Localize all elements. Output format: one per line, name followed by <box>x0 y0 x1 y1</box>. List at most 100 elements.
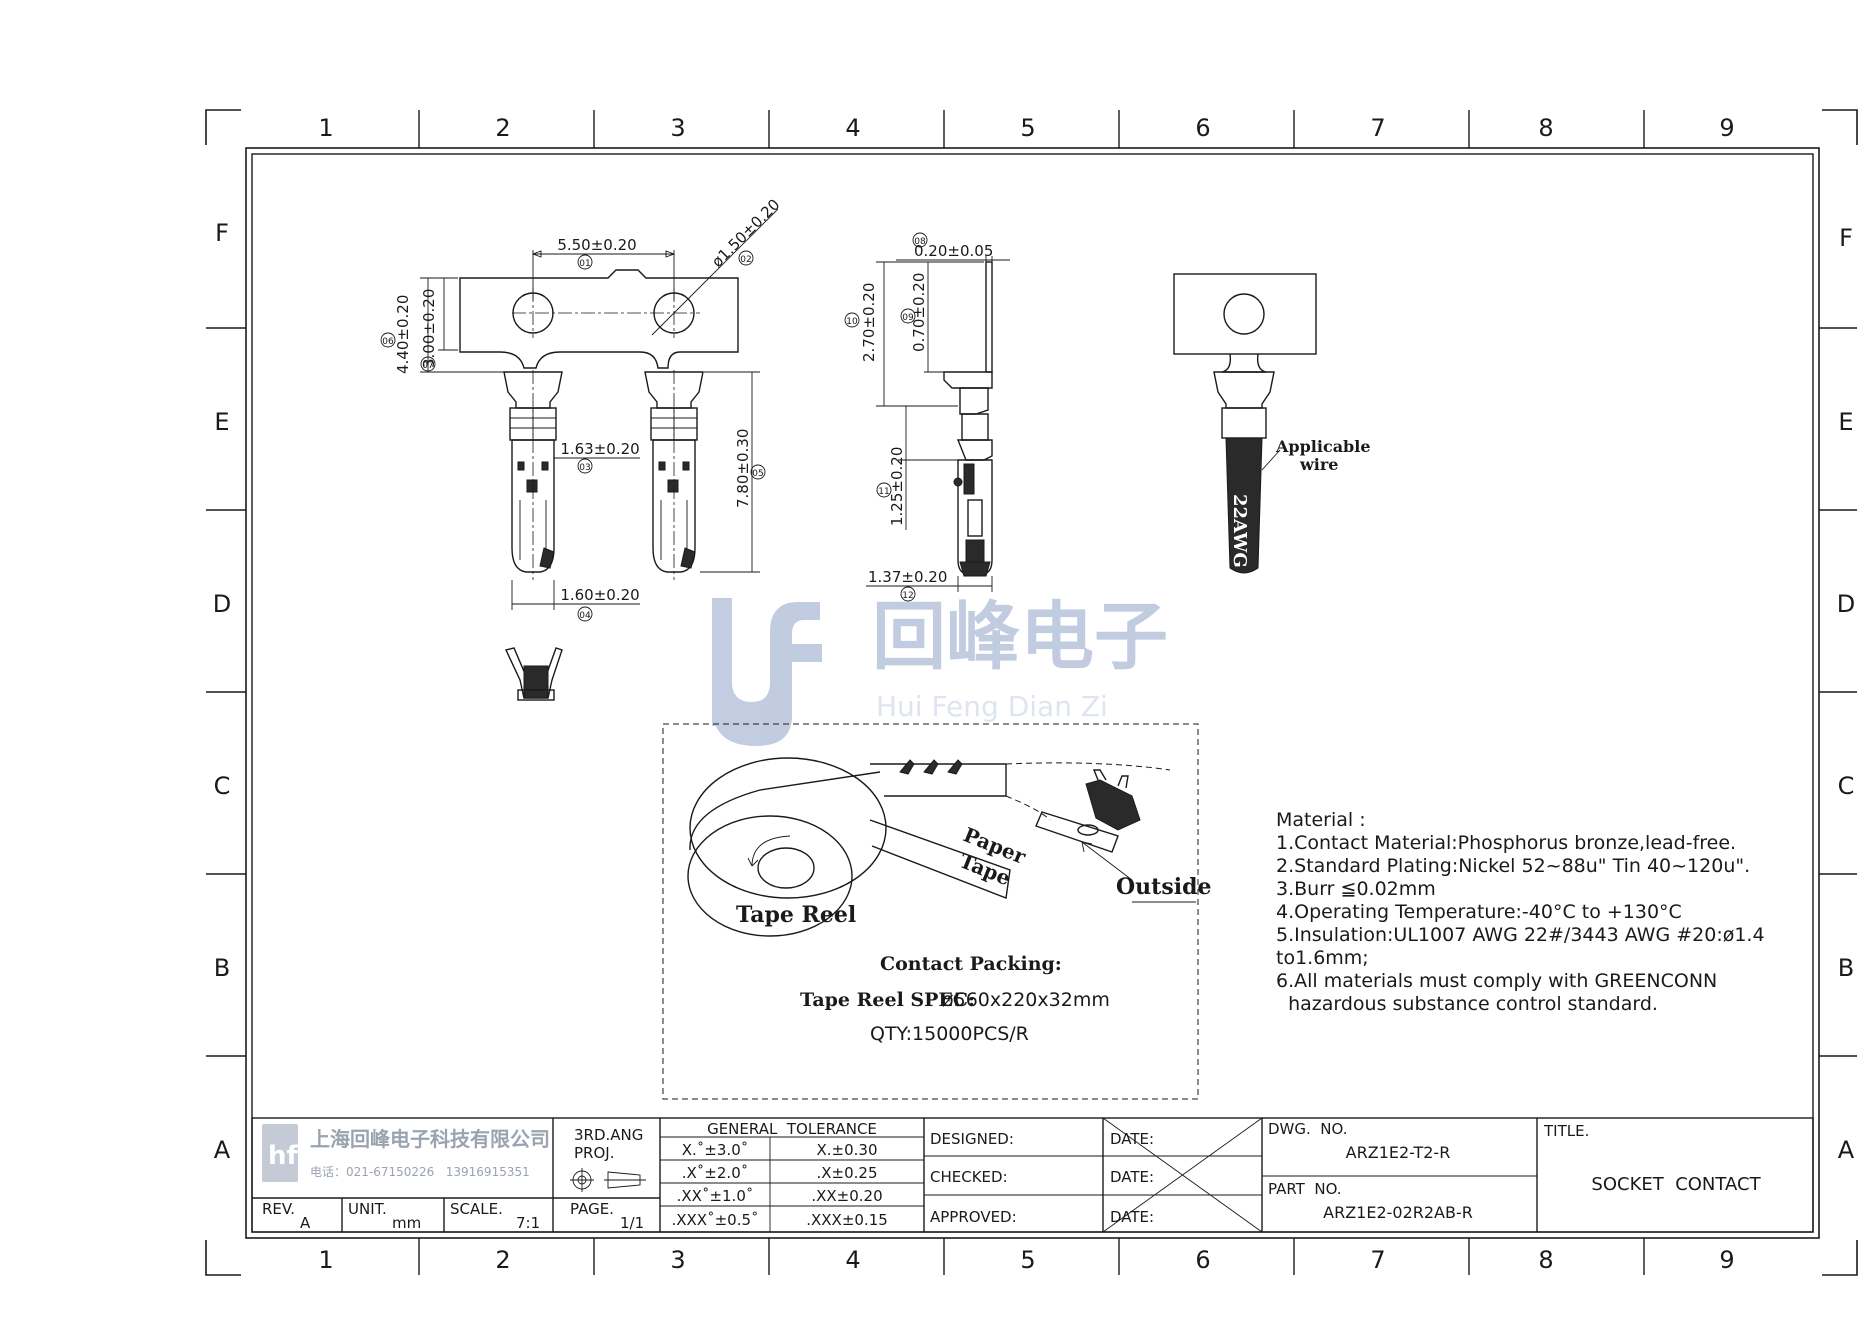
contact-right <box>644 370 704 580</box>
designed-label: DESIGNED: <box>930 1130 1014 1148</box>
unit-value: mm <box>392 1214 421 1232</box>
zone-row-a: A <box>214 1136 231 1164</box>
wire-body <box>1225 437 1263 574</box>
zone-row-c: C <box>214 772 231 800</box>
dim-carrier-h: 4.40±0.20 <box>394 295 412 374</box>
zone-row-d: D <box>213 590 231 618</box>
zone-col-3: 3 <box>670 114 685 142</box>
side-view: 0.20±0.05 08 2.70±0.20 10 0.70±0.20 09 1… <box>844 232 1010 602</box>
material-line-4: 4.Operating Temperature:-40°C to +130°C <box>1276 901 1682 923</box>
tol-angle-1: .X˚±2.0˚ <box>682 1164 748 1182</box>
dim-tip-id: 04 <box>579 611 591 621</box>
dwg-no-value: ARZ1E2-T2-R <box>1346 1143 1451 1162</box>
zone-row-b-right: B <box>1838 954 1854 982</box>
dim-pitch: 5.50±0.20 <box>557 236 636 254</box>
zone-col-4: 4 <box>845 114 860 142</box>
front-view: 5.50±0.20 01 ø1.50±0.20 02 4.40±0.20 3.0… <box>380 195 783 622</box>
company-logo-letters: hf <box>268 1141 299 1171</box>
material-line-6: to1.6mm; <box>1276 947 1369 969</box>
date-label-1: DATE: <box>1110 1130 1154 1148</box>
approved-label: APPROVED: <box>930 1208 1017 1226</box>
projection-label-2: PROJ. <box>574 1144 614 1162</box>
side-carrier <box>985 261 993 373</box>
applicable-wire-label-1: Applicable <box>1275 437 1371 456</box>
material-line-5: 5.Insulation:UL1007 AWG 22#/3443 AWG #20… <box>1276 924 1765 946</box>
frame-corner-marks <box>205 109 1858 1276</box>
dim-b: 0.70±0.20 <box>910 273 928 352</box>
material-line-2: 2.Standard Plating:Nickel 52~88u" Tin 40… <box>1276 855 1750 877</box>
dim-hole-id: 02 <box>740 255 751 265</box>
tape-reel-spec-label: Tape Reel SPEC: <box>800 989 975 1011</box>
dwg-no-label: DWG. NO. <box>1268 1120 1348 1138</box>
dim-b-id: 09 <box>902 313 914 323</box>
page-label: PAGE. <box>570 1200 614 1218</box>
projection-label: 3RD.ANG <box>574 1126 643 1144</box>
dim-carrier-w-id: 07 <box>422 361 433 371</box>
zone-row-b: B <box>214 954 230 982</box>
packing-dashed-box <box>662 723 1199 1100</box>
title-block: hf 上海回峰电子科技有限公司 电话：021-67150226 13916915… <box>251 1117 1814 1233</box>
tol-angle-3: .XXX˚±0.5˚ <box>671 1211 758 1229</box>
material-line-8: hazardous substance control standard. <box>1276 993 1658 1015</box>
watermark-pinyin: Hui Feng Dian Zi <box>876 690 1108 723</box>
rev-label: REV. <box>262 1200 295 1218</box>
tol-linear-1: .X±0.25 <box>816 1164 877 1182</box>
tol-linear-0: X.±0.30 <box>816 1141 877 1159</box>
outer-border <box>245 147 1820 1239</box>
part-no-label: PART NO. <box>1268 1180 1342 1198</box>
company-logo-icon <box>262 1124 298 1182</box>
checked-label: CHECKED: <box>930 1168 1008 1186</box>
watermark: 回峰电子 Hui Feng Dian Zi <box>712 594 1168 746</box>
packing-section: Tape Reel Paper Tape Outside Contact Pac… <box>662 723 1211 1100</box>
scale-label: SCALE. <box>450 1200 503 1218</box>
zone-col-9-bottom: 9 <box>1719 1246 1734 1274</box>
dim-crimp: 1.63±0.20 <box>560 440 639 458</box>
wire-view-carrier <box>1173 273 1317 355</box>
zone-col-8-bottom: 8 <box>1538 1246 1553 1274</box>
tape-reel-spec-value: ø560x220x32mm <box>942 989 1110 1011</box>
tape-reel-label: Tape Reel <box>736 902 856 928</box>
zone-col-3-bottom: 3 <box>670 1246 685 1274</box>
zone-col-7-bottom: 7 <box>1370 1246 1385 1274</box>
zone-col-2-bottom: 2 <box>495 1246 510 1274</box>
third-angle-projection-icon <box>570 1168 646 1192</box>
packing-qty: QTY:15000PCS/R <box>870 1023 1029 1045</box>
unit-label: UNIT. <box>348 1200 387 1218</box>
dim-c: 1.25±0.20 <box>888 447 906 526</box>
zone-row-e: E <box>214 408 229 436</box>
date-label-2: DATE: <box>1110 1168 1154 1186</box>
zone-col-5: 5 <box>1020 114 1035 142</box>
watermark-chinese: 回峰电子 <box>872 594 1168 680</box>
dim-a-id: 10 <box>846 317 858 327</box>
zone-col-8: 8 <box>1538 114 1553 142</box>
zone-row-f-right: F <box>1839 224 1853 252</box>
zone-col-4-bottom: 4 <box>845 1246 860 1274</box>
material-line-3: 3.Burr ≦0.02mm <box>1276 878 1436 900</box>
dim-crimp-id: 03 <box>579 463 590 473</box>
dim-carrier-h-id: 06 <box>382 337 394 347</box>
part-no-value: ARZ1E2-02R2AB-R <box>1323 1203 1473 1222</box>
material-heading: Material : <box>1276 809 1366 831</box>
zone-row-e-right: E <box>1838 408 1853 436</box>
zone-labels-bottom: 1 2 3 4 5 6 7 8 9 <box>318 1246 1734 1274</box>
dim-d-id: 12 <box>902 591 913 601</box>
zone-labels-left: F E D C B A <box>213 219 231 1164</box>
scale-value: 7:1 <box>516 1214 540 1232</box>
awg-marking: 22AWG <box>1229 494 1250 568</box>
rev-value: A <box>300 1214 311 1232</box>
dim-tip: 1.60±0.20 <box>560 586 639 604</box>
applicable-wire-label-2: wire <box>1299 455 1338 474</box>
contact-left <box>503 370 563 580</box>
contact-packing-title: Contact Packing: <box>880 953 1062 975</box>
page-value: 1/1 <box>620 1214 644 1232</box>
company-phone: 电话：021-67150226 13916915351 <box>310 1165 530 1179</box>
zone-col-9: 9 <box>1719 114 1734 142</box>
zone-row-a-right: A <box>1838 1136 1855 1164</box>
zone-col-6-bottom: 6 <box>1195 1246 1210 1274</box>
general-tolerance-title: GENERAL TOLERANCE <box>707 1120 877 1138</box>
zone-row-c-right: C <box>1838 772 1855 800</box>
tol-angle-2: .XX˚±1.0˚ <box>677 1187 754 1205</box>
dim-c-id: 11 <box>878 487 889 497</box>
date-label-3: DATE: <box>1110 1208 1154 1226</box>
